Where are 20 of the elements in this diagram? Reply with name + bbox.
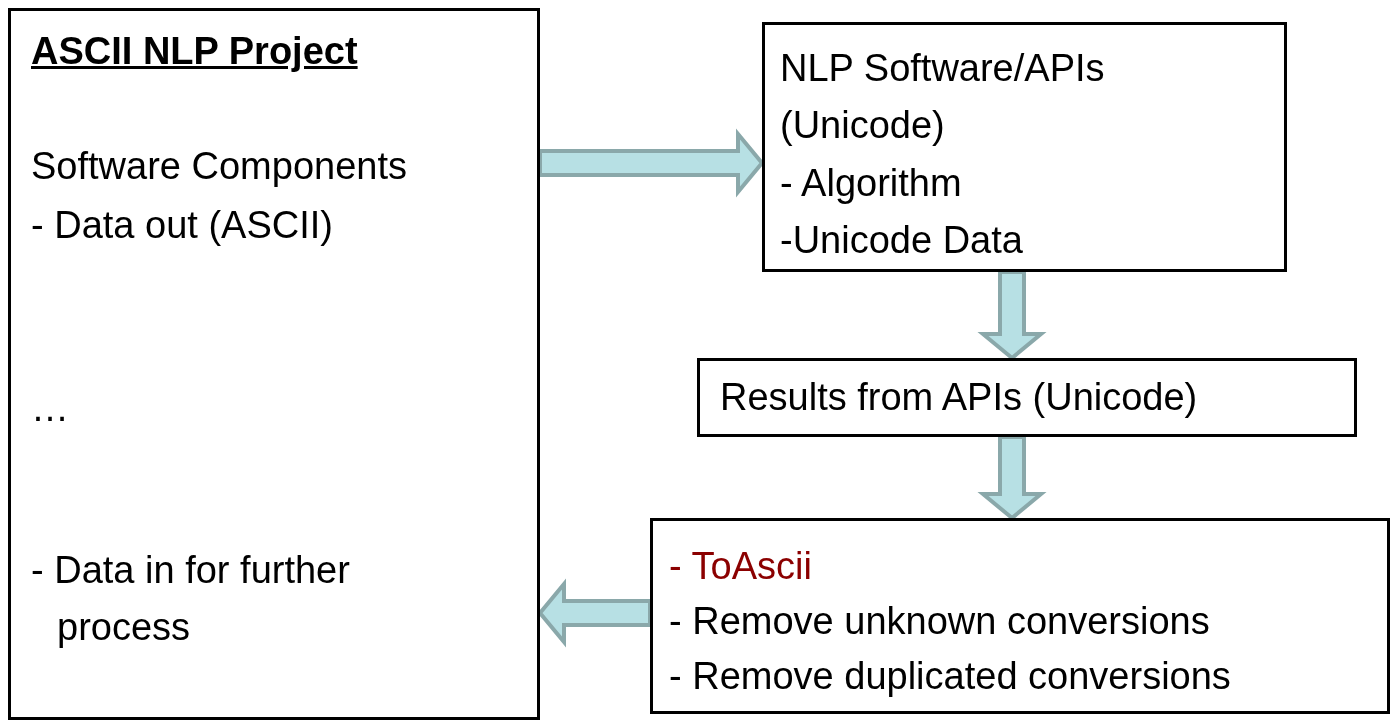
text-box: [650, 518, 1390, 714]
text-box: [8, 8, 540, 720]
box-text: - ToAscii: [669, 544, 812, 589]
box-text: - Data out (ASCII): [31, 203, 333, 248]
box-text: -Unicode Data: [780, 218, 1023, 263]
block-arrow: [538, 128, 765, 198]
box-text: Results from APIs (Unicode): [720, 375, 1198, 420]
box-text: Software Components: [31, 144, 407, 189]
box-text: - Algorithm: [780, 161, 962, 206]
block-arrow: [977, 270, 1047, 361]
box-text: - Remove unknown conversions: [669, 599, 1210, 644]
box-text: …: [31, 386, 69, 431]
block-arrow: [537, 578, 652, 648]
block-arrow: [977, 435, 1047, 521]
box-text: NLP Software/APIs (Unicode): [780, 46, 1106, 148]
box-text: - Remove duplicated conversions: [669, 654, 1231, 699]
box-heading: ASCII NLP Project: [31, 29, 359, 74]
text-box: [762, 22, 1287, 272]
box-text: - Data in for further process: [31, 548, 351, 650]
text-box: [697, 358, 1357, 437]
